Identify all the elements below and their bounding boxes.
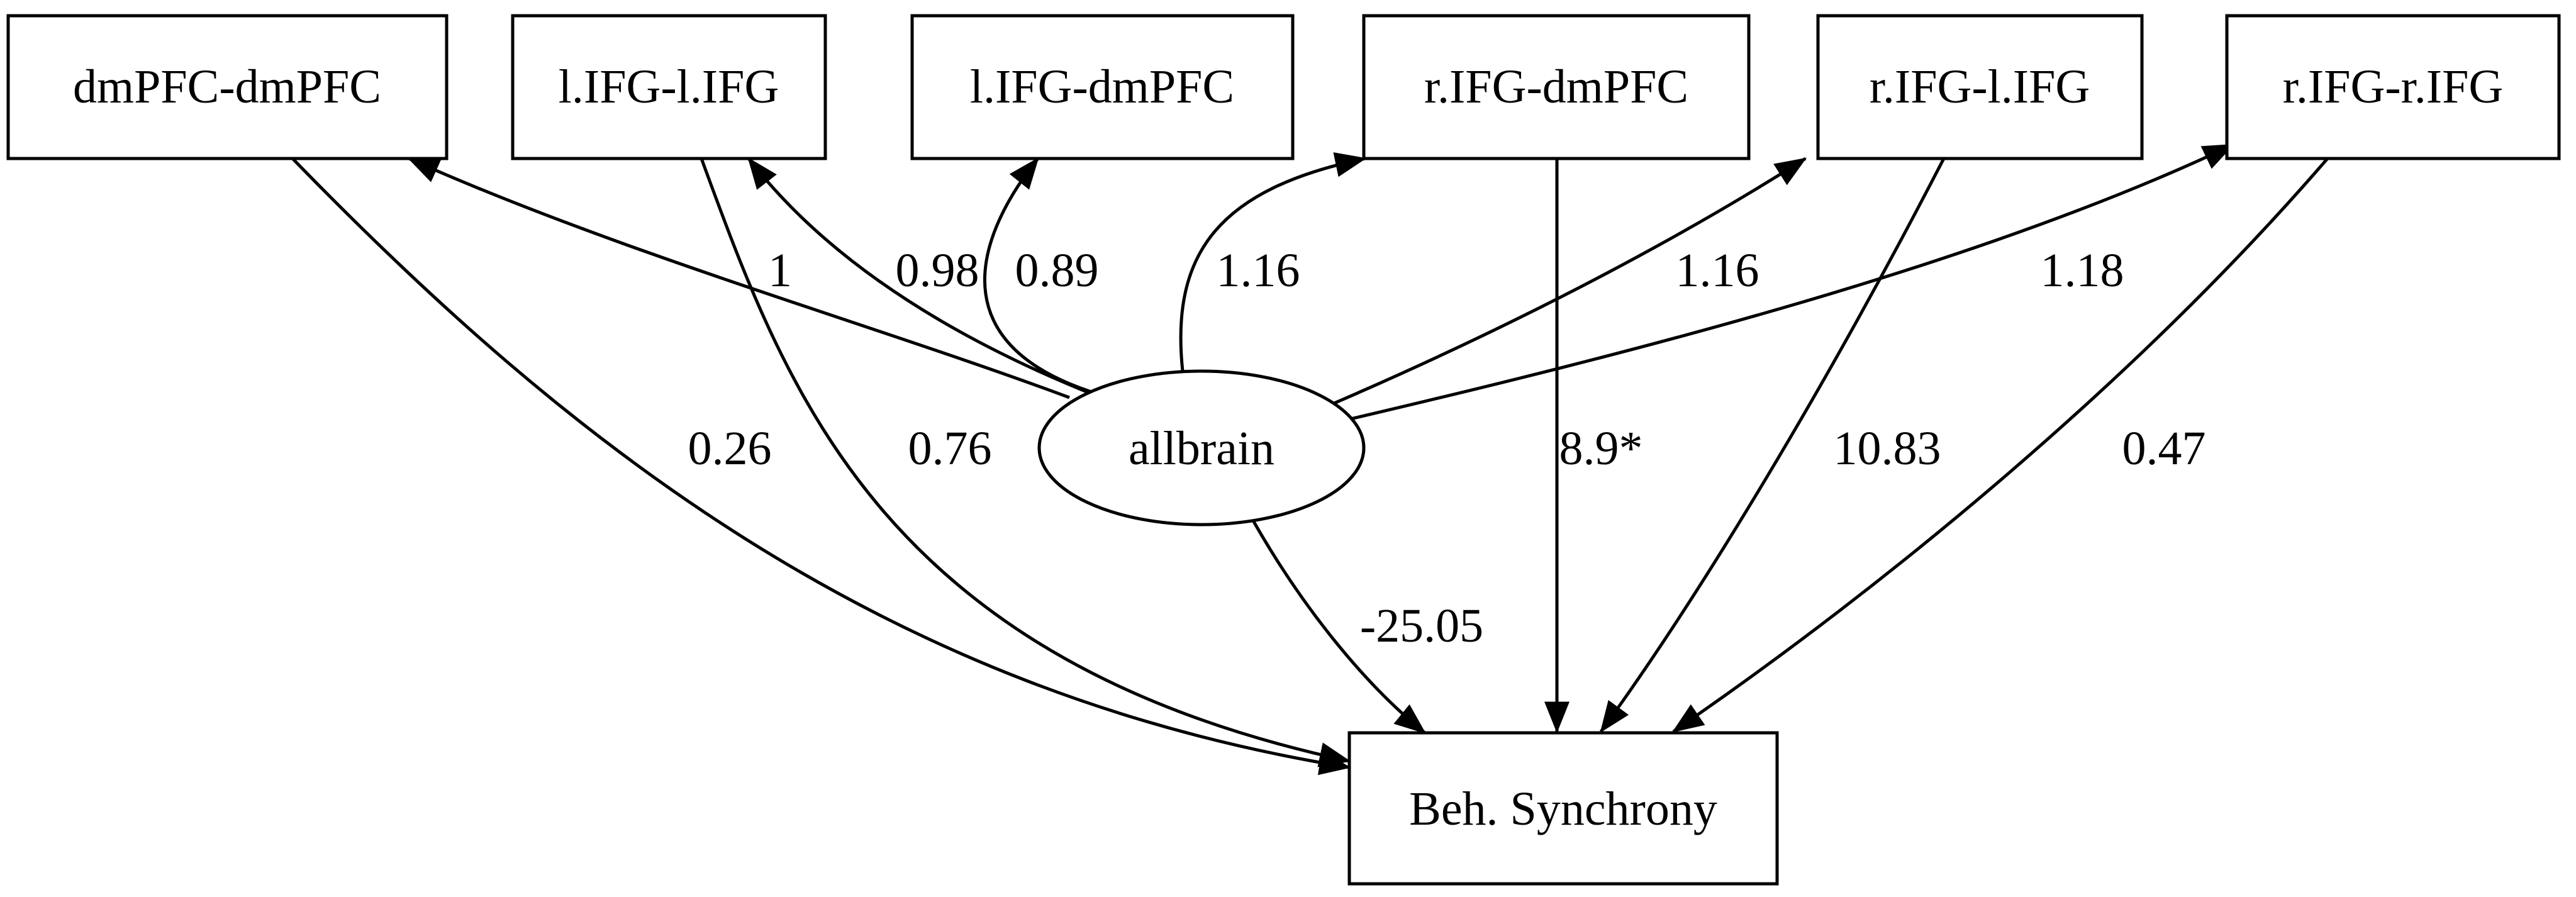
regression-label-rifg-rifg: 0.47 — [2122, 422, 2206, 475]
regression-label-lifg-lifg: 0.76 — [908, 422, 992, 475]
edge-allbrain-lifg-dmpfc — [983, 157, 1111, 399]
node-label-allbrain: allbrain — [1129, 422, 1274, 475]
node-label-dmpfc-dmpfc: dmPFC-dmPFC — [73, 60, 381, 113]
loading-label-rifg-dmpfc: 1.16 — [1217, 244, 1300, 297]
loading-label-rifg-rifg: 1.18 — [2041, 244, 2124, 297]
loading-label-dmpfc-dmpfc: 1 — [768, 244, 792, 297]
edge-allbrain-dmpfc-dmpfc — [407, 157, 1070, 399]
edge-allbrain-rifg-rifg — [1339, 143, 2235, 423]
edge-dmpfc-dmpfc-beh — [291, 157, 1351, 776]
node-rifg-lifg: r.IFG-l.IFG — [1816, 14, 2144, 160]
edge-allbrain-beh — [1247, 511, 1426, 734]
node-label-lifg-lifg: l.IFG-l.IFG — [559, 60, 779, 113]
edge-rifg-lifg-beh — [1599, 157, 1946, 733]
node-allbrain: allbrain — [1037, 369, 1366, 526]
edge-lifg-lifg-beh — [700, 158, 1351, 767]
node-label-rifg-rifg: r.IFG-r.IFG — [2283, 60, 2503, 113]
node-label-rifg-lifg: r.IFG-l.IFG — [1870, 60, 2090, 113]
edge-allbrain-rifg-dmpfc — [1179, 152, 1367, 372]
loading-label-lifg-dmpfc: 0.89 — [1015, 244, 1099, 297]
edge-allbrain-lifg-lifg — [747, 157, 1095, 397]
node-label-beh-synchrony: Beh. Synchrony — [1409, 783, 1717, 835]
node-lifg-lifg: l.IFG-l.IFG — [511, 14, 827, 160]
regression-label-allbrain: -25.05 — [1360, 599, 1483, 652]
node-rifg-rifg: r.IFG-r.IFG — [2225, 14, 2561, 160]
edge-allbrain-rifg-lifg — [1320, 157, 1807, 411]
node-lifg-dmpfc: l.IFG-dmPFC — [910, 14, 1295, 160]
loading-label-rifg-lifg: 1.16 — [1676, 244, 1759, 297]
regression-label-dmpfc-dmpfc: 0.26 — [688, 422, 772, 475]
node-beh-synchrony: Beh. Synchrony — [1347, 731, 1779, 886]
loading-label-lifg-lifg: 0.98 — [896, 244, 979, 297]
edge-rifg-rifg-beh — [1671, 157, 2329, 733]
node-dmpfc-dmpfc: dmPFC-dmPFC — [6, 14, 449, 160]
regression-label-rifg-dmpfc: 8.9* — [1559, 422, 1643, 475]
node-rifg-dmpfc: r.IFG-dmPFC — [1362, 14, 1751, 160]
node-label-rifg-dmpfc: r.IFG-dmPFC — [1424, 60, 1688, 113]
regression-label-rifg-lifg: 10.83 — [1834, 422, 1941, 475]
node-label-lifg-dmpfc: l.IFG-dmPFC — [970, 60, 1234, 113]
